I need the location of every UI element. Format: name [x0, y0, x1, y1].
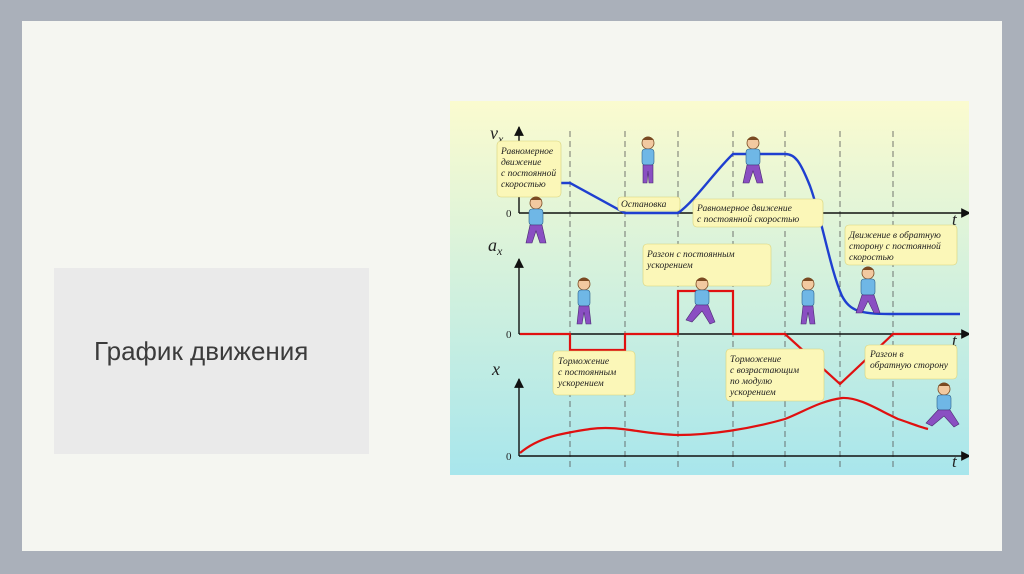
person-figure-8: [925, 382, 960, 428]
ax-zero-label: 0: [506, 329, 512, 341]
slide: График движения: [22, 21, 1002, 551]
slide-title: График движения: [94, 336, 309, 366]
vx-zero-label: 0: [506, 208, 512, 220]
svg-text:Остановка: Остановка: [621, 200, 667, 210]
person-figure-1: [525, 196, 547, 244]
person-figure-7: [855, 266, 881, 314]
position-curve: [519, 396, 929, 454]
acceleration-curve: [520, 289, 960, 386]
x-axis-label: x: [491, 359, 500, 379]
ax-t-label: t: [952, 331, 958, 350]
title-box: График движения: [54, 268, 369, 454]
person-figure-4: [576, 277, 592, 325]
x-zero-label: 0: [506, 451, 512, 463]
person-figure-5: [685, 277, 716, 325]
ax-axis-label: ax: [488, 235, 503, 258]
person-figure-2: [641, 136, 655, 184]
person-figure-3: [742, 136, 764, 184]
person-figure-6: [800, 277, 816, 325]
caption-stop: Остановка: [617, 196, 681, 212]
vx-t-label: t: [952, 210, 958, 229]
velocity-curve: [520, 152, 960, 316]
x-t-label: t: [952, 452, 958, 471]
vx-axis-label: vx: [490, 123, 504, 146]
